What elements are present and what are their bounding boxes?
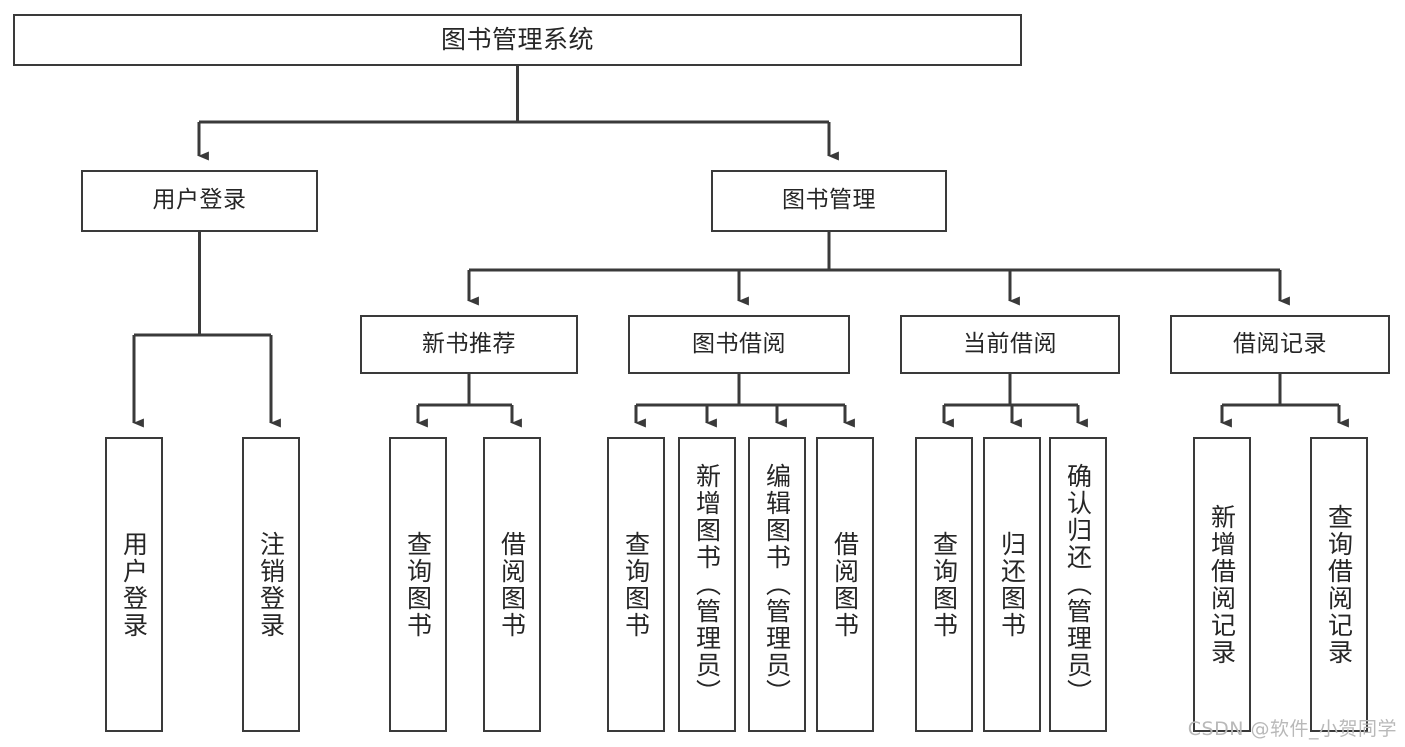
node-label: 当前借阅	[963, 330, 1057, 357]
leaf-query-books-borrow[interactable]: 查询图书	[607, 437, 665, 732]
node-label: 归还图书	[997, 530, 1027, 639]
node-root-book-management-system[interactable]: 图书管理系统	[13, 14, 1022, 66]
node-label: 查询图书	[929, 530, 959, 639]
leaf-logout[interactable]: 注销登录	[242, 437, 300, 732]
node-label: 查询借阅记录	[1324, 503, 1354, 666]
leaf-query-books-new[interactable]: 查询图书	[389, 437, 447, 732]
leaf-borrow-books-new[interactable]: 借阅图书	[483, 437, 541, 732]
node-label: 注销登录	[256, 530, 286, 639]
node-label: 编辑图书（管理员）	[762, 463, 792, 706]
node-book-management[interactable]: 图书管理	[711, 170, 947, 232]
leaf-add-book-admin[interactable]: 新增图书（管理员）	[678, 437, 736, 732]
node-current-borrowing[interactable]: 当前借阅	[900, 315, 1120, 374]
leaf-user-login[interactable]: 用户登录	[105, 437, 163, 732]
node-label: 查询图书	[621, 530, 651, 639]
leaf-return-books[interactable]: 归还图书	[983, 437, 1041, 732]
leaf-borrow-books[interactable]: 借阅图书	[816, 437, 874, 732]
leaf-edit-book-admin[interactable]: 编辑图书（管理员）	[748, 437, 806, 732]
node-label: 借阅图书	[830, 530, 860, 639]
node-label: 用户登录	[152, 187, 247, 214]
leaf-confirm-return-admin[interactable]: 确认归还（管理员）	[1049, 437, 1107, 732]
node-label: 图书借阅	[692, 330, 786, 357]
csdn-watermark: CSDN @软件_小贺同学	[1187, 718, 1397, 740]
node-label: 借阅图书	[497, 530, 527, 639]
node-user-login[interactable]: 用户登录	[81, 170, 318, 232]
node-label: 查询图书	[403, 530, 433, 639]
node-label: 新书推荐	[422, 330, 516, 357]
node-book-borrowing[interactable]: 图书借阅	[628, 315, 850, 374]
leaf-query-books-current[interactable]: 查询图书	[915, 437, 973, 732]
node-label: 借阅记录	[1233, 330, 1327, 357]
node-label: 图书管理系统	[440, 25, 594, 54]
node-new-book-recommendation[interactable]: 新书推荐	[360, 315, 578, 374]
node-label: 确认归还（管理员）	[1063, 463, 1093, 706]
node-label: 新增图书（管理员）	[692, 463, 722, 706]
leaf-add-borrow-record[interactable]: 新增借阅记录	[1193, 437, 1251, 732]
node-label: 用户登录	[119, 530, 149, 639]
leaf-query-borrow-record[interactable]: 查询借阅记录	[1310, 437, 1368, 732]
node-borrowing-records[interactable]: 借阅记录	[1170, 315, 1390, 374]
node-label: 图书管理	[782, 187, 876, 214]
node-label: 新增借阅记录	[1207, 503, 1237, 666]
